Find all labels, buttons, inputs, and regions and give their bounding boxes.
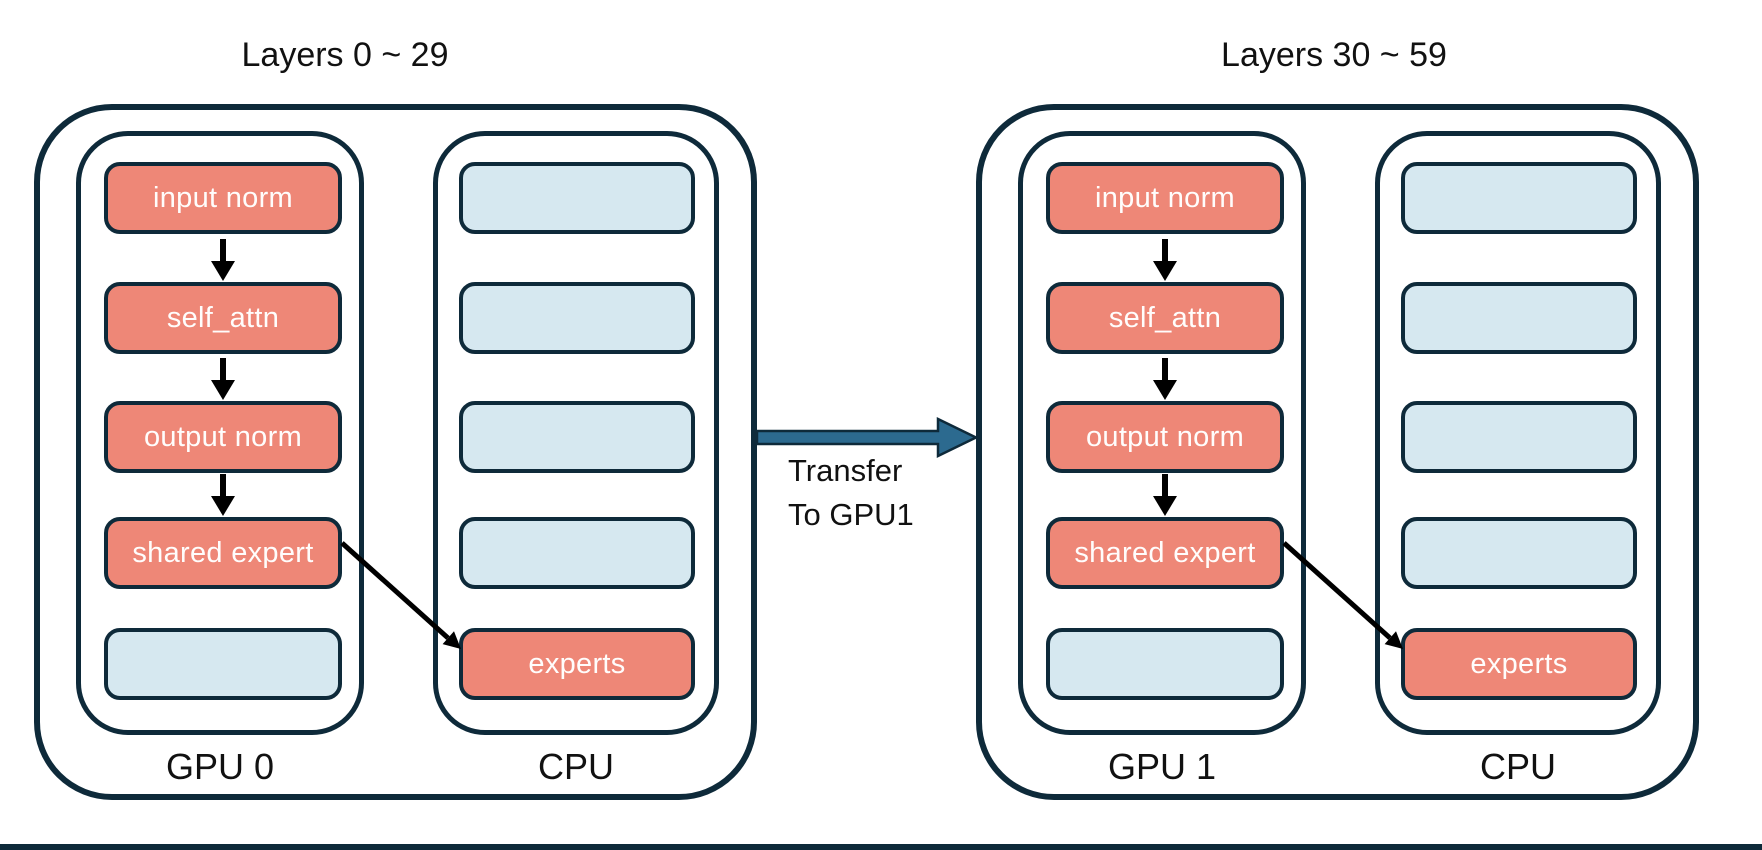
transfer-label-line1: Transfer [788,453,903,488]
gpu-block-input-norm: input norm [104,162,342,234]
down-arrow-icon [1153,474,1177,516]
gpu-block-input-norm: input norm [1046,162,1284,234]
cpu-block-empty [1401,162,1637,234]
cpu-column-label: CPU [1479,746,1556,787]
gpu-block-self-attn: self_attn [104,282,342,354]
gpu-column-label: GPU 0 [165,746,275,787]
bottom-edge-bar [0,844,1762,850]
cpu-block-experts: experts [459,628,695,700]
gpu-block-self-attn: self_attn [1046,282,1284,354]
cpu-block-experts: experts [1401,628,1637,700]
diagonal-arrow-icon [340,541,461,649]
diagonal-arrow-icon [1282,541,1403,649]
transfer-label: Transfer To GPU1 [788,449,914,537]
gpu-column-label: GPU 1 [1107,746,1217,787]
gpu-block-shared-expert: shared expert [1046,517,1284,589]
cpu-block-empty [459,162,695,234]
gpu-block-output-norm: output norm [1046,401,1284,473]
gpu-block-empty [104,628,342,700]
cpu-block-empty [1401,517,1637,589]
group-title: Layers 30 ~ 59 [1221,36,1447,74]
group-title: Layers 0 ~ 29 [241,36,449,74]
gpu-block-shared-expert: shared expert [104,517,342,589]
layer-group-1: Layers 30 ~ 59 input norm self_attn outp… [976,0,1699,850]
down-arrow-icon [1153,239,1177,281]
cpu-block-empty [459,401,695,473]
gpu-block-empty [1046,628,1284,700]
cpu-block-empty [459,517,695,589]
cpu-block-empty [459,282,695,354]
gpu-block-output-norm: output norm [104,401,342,473]
transfer-label-line2: To GPU1 [788,497,914,532]
cpu-column-label: CPU [537,746,614,787]
cpu-block-empty [1401,282,1637,354]
cpu-block-empty [1401,401,1637,473]
right-arrow-icon [755,417,979,458]
layer-group-0: Layers 0 ~ 29 input norm self_attn outpu… [34,0,757,850]
down-arrow-icon [1153,358,1177,400]
down-arrow-icon [211,358,235,400]
down-arrow-icon [211,474,235,516]
down-arrow-icon [211,239,235,281]
